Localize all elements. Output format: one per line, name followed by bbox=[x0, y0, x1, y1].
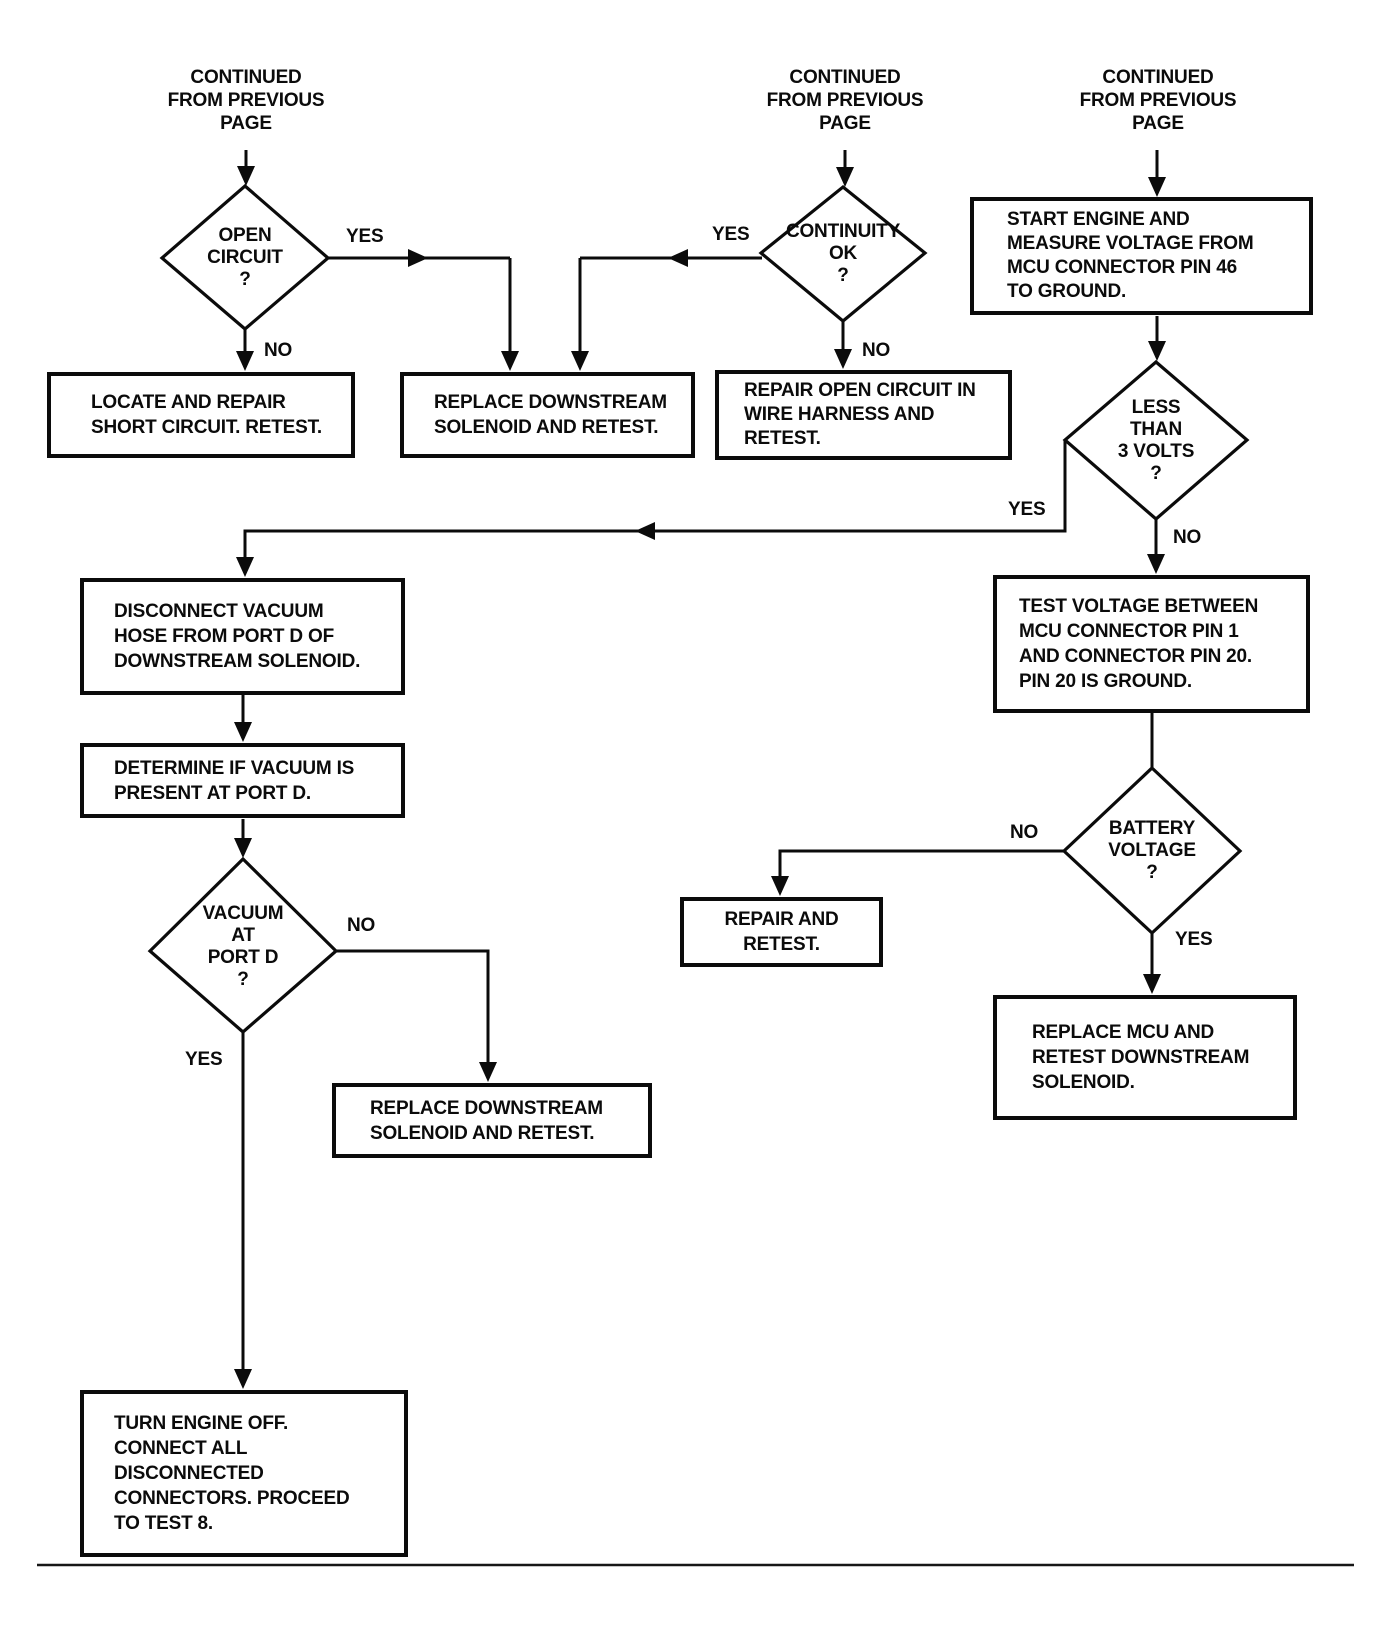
continued-label-2: CONTINUED FROM PREVIOUS PAGE bbox=[766, 67, 924, 134]
process-start-engine-measure: START ENGINE AND MEASURE VOLTAGE FROM MC… bbox=[970, 197, 1313, 315]
decision-less3v-shape bbox=[1062, 359, 1250, 522]
decision-continuity-shape bbox=[758, 184, 928, 324]
process-repair-open-circuit: REPAIR OPEN CIRCUIT IN WIRE HARNESS AND … bbox=[715, 370, 1012, 460]
edge-label-vacuum-yes: YES bbox=[185, 1049, 223, 1070]
edge-label-less3v-no: NO bbox=[1173, 527, 1202, 548]
arrowhead-less3v-no bbox=[1147, 554, 1165, 574]
arrowhead-start-to-less3v bbox=[1148, 341, 1166, 361]
decision-battery-shape bbox=[1061, 765, 1243, 936]
process-replace-mcu: REPLACE MCU AND RETEST DOWNSTREAM SOLENO… bbox=[993, 995, 1297, 1120]
arrowhead-vacuum-no bbox=[479, 1062, 497, 1082]
decision-open-circuit-label: OPEN CIRCUIT ? bbox=[207, 225, 283, 290]
decision-continuity-label: CONTINUITY OK ? bbox=[785, 221, 901, 286]
edge-battery-no bbox=[778, 849, 1064, 889]
arrowhead-open-yes-mid bbox=[408, 249, 428, 267]
edge-label-open-circuit-no: NO bbox=[264, 340, 293, 361]
process-repair-and-retest: REPAIR AND RETEST. bbox=[680, 897, 883, 967]
process-replace-downstream-left: REPLACE DOWNSTREAM SOLENOID AND RETEST. bbox=[332, 1083, 652, 1158]
arrowhead-vacuum-yes bbox=[234, 1369, 252, 1389]
edge-continuity-yes bbox=[578, 256, 762, 364]
arrowhead-continued-3 bbox=[1148, 177, 1166, 197]
edge-label-continuity-yes: YES bbox=[712, 224, 750, 245]
arrowhead-open-no bbox=[236, 351, 254, 371]
arrowhead-battery-yes bbox=[1143, 974, 1161, 994]
process-replace-downstream-top: REPLACE DOWNSTREAM SOLENOID AND RETEST. bbox=[400, 372, 695, 458]
arrowhead-continuity-yes-end bbox=[571, 351, 589, 371]
process-determine-vacuum: DETERMINE IF VACUUM IS PRESENT AT PORT D… bbox=[80, 743, 405, 818]
arrowhead-determine-vacuum bbox=[234, 838, 252, 858]
decision-open-circuit-shape bbox=[159, 183, 331, 332]
arrowhead-open-yes-end bbox=[501, 351, 519, 371]
decision-vacuum-shape bbox=[147, 856, 339, 1035]
process-test-voltage-pins: TEST VOLTAGE BETWEEN MCU CONNECTOR PIN 1… bbox=[993, 575, 1310, 713]
edge-label-less3v-yes: YES bbox=[1008, 499, 1046, 520]
arrowhead-continuity-yes-mid bbox=[668, 249, 688, 267]
edge-label-continuity-no: NO bbox=[862, 340, 891, 361]
arrowhead-less3v-yes-mid bbox=[635, 522, 655, 540]
edge-label-vacuum-no: NO bbox=[347, 915, 376, 936]
edge-vacuum-no bbox=[336, 949, 490, 1075]
process-locate-repair-short: LOCATE AND REPAIR SHORT CIRCUIT. RETEST. bbox=[47, 372, 355, 458]
decision-battery-label: BATTERY VOLTAGE ? bbox=[1108, 818, 1196, 883]
process-disconnect-vacuum-hose: DISCONNECT VACUUM HOSE FROM PORT D OF DO… bbox=[80, 578, 405, 695]
edge-open-circuit-yes bbox=[328, 256, 512, 364]
decision-less3v-label: LESS THAN 3 VOLTS ? bbox=[1117, 397, 1195, 484]
edge-label-battery-yes: YES bbox=[1175, 929, 1213, 950]
arrowhead-battery-no bbox=[771, 876, 789, 896]
edge-label-open-circuit-yes: YES bbox=[346, 226, 384, 247]
arrowhead-continued-2 bbox=[836, 167, 854, 187]
arrowhead-continued-1 bbox=[237, 166, 255, 186]
decision-vacuum-label: VACUUM AT PORT D ? bbox=[202, 903, 284, 990]
arrowhead-continuity-no bbox=[834, 349, 852, 369]
continued-label-1: CONTINUED FROM PREVIOUS PAGE bbox=[167, 67, 325, 134]
arrowhead-less3v-yes-end bbox=[236, 557, 254, 577]
edge-label-battery-no: NO bbox=[1010, 822, 1039, 843]
process-turn-engine-off: TURN ENGINE OFF. CONNECT ALL DISCONNECTE… bbox=[80, 1390, 408, 1557]
continued-label-3: CONTINUED FROM PREVIOUS PAGE bbox=[1079, 67, 1237, 134]
arrowhead-disconnect-determine bbox=[234, 722, 252, 742]
